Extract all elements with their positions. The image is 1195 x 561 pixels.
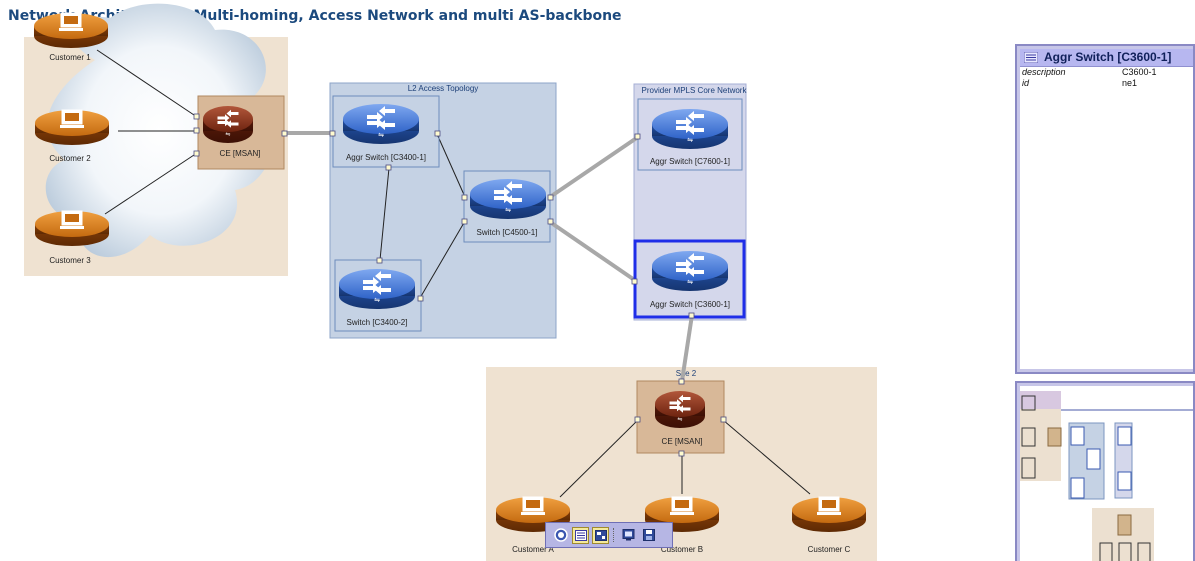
mpls-core-label: Provider MPLS Core Network xyxy=(642,86,748,95)
customer2-label: Customer 2 xyxy=(49,154,91,163)
customer-c-label: Customer C xyxy=(808,545,851,554)
overview-minimap[interactable] xyxy=(1020,386,1193,561)
thin-links xyxy=(96,49,811,498)
property-row[interactable]: id ne1 xyxy=(1020,78,1193,89)
properties-list-icon xyxy=(1024,52,1038,63)
property-row[interactable]: description C3600-1 xyxy=(1020,67,1193,78)
switch-c4500-1-node[interactable]: Switch [C4500-1] xyxy=(463,170,551,243)
switch-c3400-2-label: Switch [C3400-2] xyxy=(347,318,408,327)
customer-a-label: Customer A xyxy=(512,545,554,554)
network-diagram[interactable]: ⇋ ⇋ L2 Access Topology Provider MPLS Cor… xyxy=(0,0,1010,561)
monitor-icon[interactable] xyxy=(620,527,637,544)
customer-c-node[interactable]: Customer C xyxy=(791,496,867,554)
layout-icon[interactable] xyxy=(592,526,609,544)
toolbar-separator xyxy=(613,528,616,542)
properties-list-icon[interactable] xyxy=(572,526,589,544)
cloud-shape xyxy=(45,3,274,258)
properties-header: Aggr Switch [C3600-1] xyxy=(1020,49,1193,67)
customer1-label: Customer 1 xyxy=(49,53,91,62)
aggr-c3400-1-label: Aggr Switch [C3400-1] xyxy=(346,153,426,162)
switch-c4500-1-label: Switch [C4500-1] xyxy=(477,228,538,237)
customer3-label: Customer 3 xyxy=(49,256,91,265)
aggr-c7600-1-label: Aggr Switch [C7600-1] xyxy=(650,157,730,166)
ce-msan-1-label: CE [MSAN] xyxy=(220,149,261,158)
aggr-c3600-1-label: Aggr Switch [C3600-1] xyxy=(650,300,730,309)
port-handles[interactable] xyxy=(193,113,727,457)
l2-access-label: L2 Access Topology xyxy=(408,84,479,93)
property-key: id xyxy=(1022,78,1030,88)
customer1-node[interactable]: Customer 1 xyxy=(33,12,109,62)
customer2-node[interactable]: Customer 2 xyxy=(34,109,110,163)
customer-b-node[interactable]: Customer B xyxy=(644,496,720,554)
overview-icon[interactable] xyxy=(552,527,569,544)
ce-msan-2-node[interactable]: CE [MSAN] xyxy=(655,391,705,446)
customer-b-label: Customer B xyxy=(661,545,703,554)
property-value: ne1 xyxy=(1122,78,1138,88)
floating-toolbar xyxy=(545,522,673,548)
property-key: description xyxy=(1022,67,1066,77)
ce-msan-1-node[interactable]: CE [MSAN] xyxy=(203,106,260,158)
properties-panel: Aggr Switch [C3600-1] description C3600-… xyxy=(1015,44,1195,374)
save-icon[interactable] xyxy=(640,527,657,544)
thick-links xyxy=(284,131,694,382)
properties-title: Aggr Switch [C3600-1] xyxy=(1044,50,1172,64)
overview-panel[interactable] xyxy=(1015,381,1195,561)
customer3-node[interactable]: Customer 3 xyxy=(34,210,110,265)
site2-label: Site 2 xyxy=(676,369,697,378)
property-value: C3600-1 xyxy=(1122,67,1157,77)
ce-msan-2-label: CE [MSAN] xyxy=(662,437,703,446)
customer-a-node[interactable]: Customer A xyxy=(495,496,571,554)
